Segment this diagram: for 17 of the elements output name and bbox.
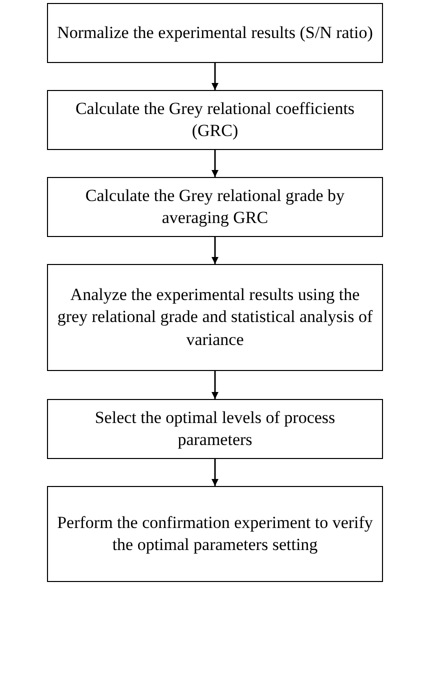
step-text: Normalize the experimental results (S/N ratio) [57, 22, 373, 44]
step-text: Analyze the experimental results using the grey relational grade and statistical analysis of variance [56, 284, 374, 351]
process-box [47, 3, 383, 63]
process-box [47, 486, 383, 582]
step-text: Calculate the Grey relational coefficients (GRC) [74, 98, 356, 142]
process-box [47, 177, 383, 237]
step-text: Calculate the Grey relational grade by averaging GRC [84, 184, 346, 229]
arrow [212, 150, 218, 177]
arrow [212, 63, 218, 90]
process-box [47, 399, 383, 459]
process-box [47, 264, 383, 371]
process-box [47, 90, 383, 150]
arrow [212, 371, 218, 399]
arrow [212, 459, 218, 486]
step-text: Select the optimal levels of process parameters [94, 406, 336, 451]
arrow [212, 237, 218, 264]
step-text: Perform the confirmation experiment to verify the optimal parameters setting [56, 512, 374, 556]
